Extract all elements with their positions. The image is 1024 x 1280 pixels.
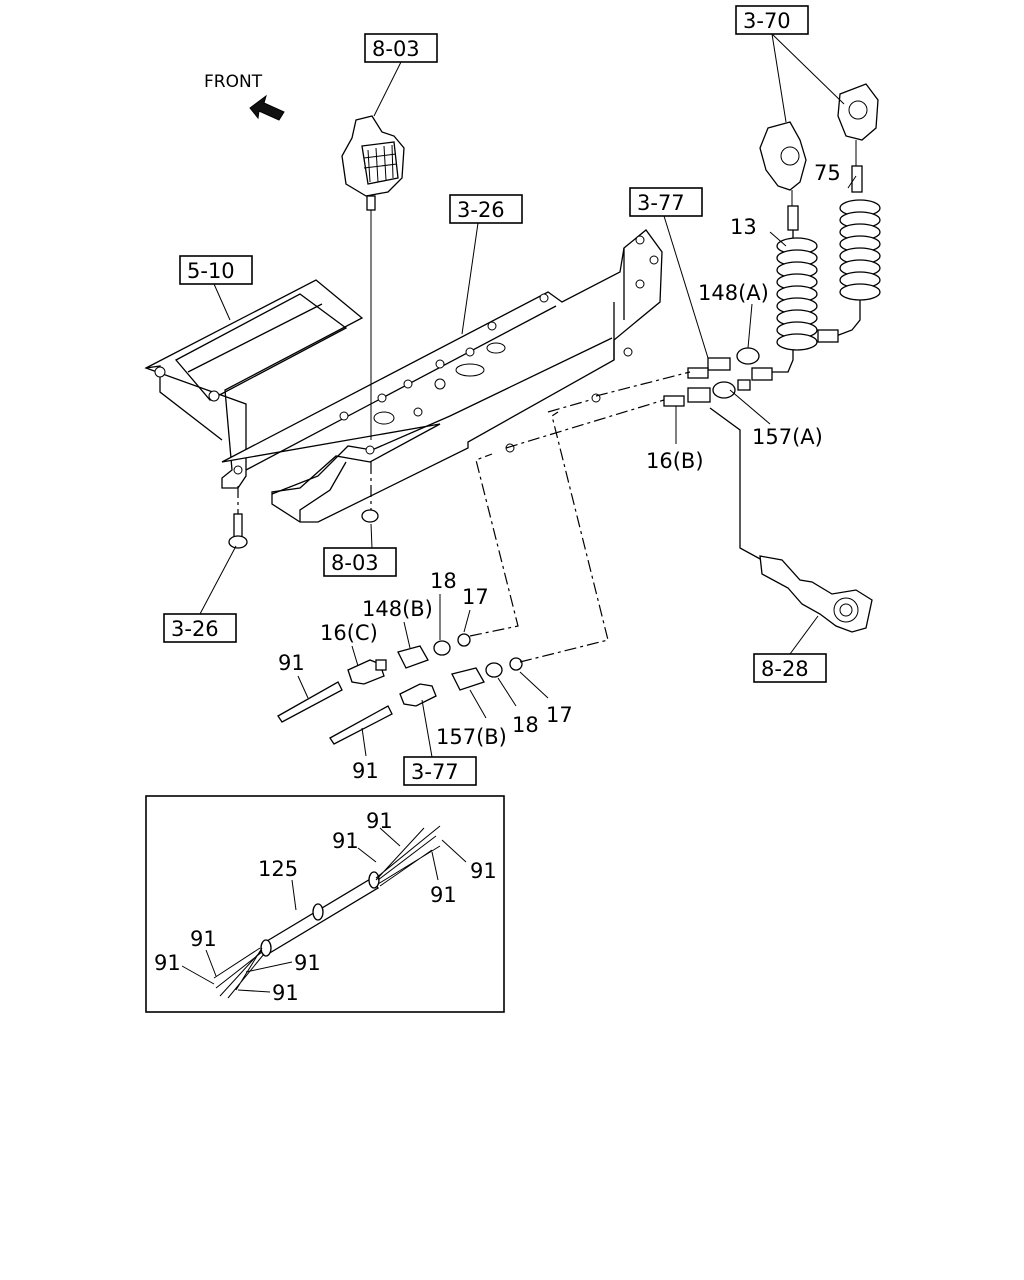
label-17-top: 17 — [462, 585, 489, 609]
inset-label-91-f: 91 — [154, 951, 181, 975]
label-18-bottom: 18 — [512, 713, 539, 737]
label-157b: 157(B) — [436, 725, 507, 749]
label-157a: 157(A) — [752, 425, 823, 449]
inset-frame — [145, 795, 505, 1013]
inset-label-91-h: 91 — [272, 981, 299, 1005]
ref-box-3-26-bottom[interactable]: 3-26 — [163, 613, 237, 643]
label-17-bottom: 17 — [546, 703, 573, 727]
inset-label-91-c: 91 — [470, 859, 497, 883]
label-18-top: 18 — [430, 569, 457, 593]
svg-text:3-77: 3-77 — [637, 191, 685, 215]
inset-label-91-g: 91 — [294, 951, 321, 975]
leader-lines — [199, 33, 857, 758]
ref-box-3-70[interactable]: 3-70 — [735, 5, 809, 35]
inset-label-125: 125 — [258, 857, 298, 881]
ref-box-5-10[interactable]: 5-10 — [179, 255, 253, 285]
label-75: 75 — [814, 161, 841, 185]
svg-text:8-03: 8-03 — [372, 37, 420, 61]
fittings-upper — [663, 347, 760, 407]
fittings-lower — [277, 633, 523, 745]
label-148b: 148(B) — [362, 597, 433, 621]
svg-text:3-26: 3-26 — [171, 617, 219, 641]
svg-text:3-77: 3-77 — [411, 760, 459, 784]
ref-box-8-03-top[interactable]: 8-03 — [364, 33, 438, 63]
inset-label-91-b: 91 — [332, 829, 359, 853]
frame-bracket-assembly — [144, 229, 663, 523]
label-13: 13 — [730, 215, 757, 239]
coil-hose-13 — [751, 205, 818, 381]
ref-box-8-28[interactable]: 8-28 — [753, 653, 827, 683]
svg-text:3-70: 3-70 — [743, 9, 791, 33]
label-91-left: 91 — [278, 651, 305, 675]
svg-text:5-10: 5-10 — [187, 259, 235, 283]
label-16c: 16(C) — [320, 621, 378, 645]
label-16b: 16(B) — [646, 449, 704, 473]
coil-hose-75 — [817, 165, 881, 343]
part-labels: 75 13 148(A) 157(A) 16(B) 18 17 148(B) 1… — [278, 161, 841, 783]
ref-box-8-03-bottom[interactable]: 8-03 — [323, 547, 397, 577]
inset-label-91-d: 91 — [430, 883, 457, 907]
gladhand-couplers — [759, 83, 879, 206]
harness-inset: 91 91 91 91 125 91 91 91 91 — [145, 795, 505, 1013]
label-148a: 148(A) — [698, 281, 769, 305]
lamp-assembly — [341, 115, 405, 523]
svg-text:8-03: 8-03 — [331, 551, 379, 575]
bolt-3-26 — [228, 486, 248, 549]
inset-label-91-a: 91 — [366, 809, 393, 833]
ref-box-3-77-top[interactable]: 3-77 — [629, 187, 703, 217]
front-label: FRONT — [204, 72, 263, 92]
front-arrow-icon — [249, 94, 285, 121]
label-91-bottom: 91 — [352, 759, 379, 783]
svg-text:8-28: 8-28 — [761, 657, 809, 681]
socket-8-28 — [709, 407, 873, 633]
inset-label-91-e: 91 — [190, 927, 217, 951]
svg-text:3-26: 3-26 — [457, 198, 505, 222]
ref-box-3-77-bottom[interactable]: 3-77 — [403, 756, 477, 786]
ref-box-3-26-top[interactable]: 3-26 — [449, 194, 523, 224]
